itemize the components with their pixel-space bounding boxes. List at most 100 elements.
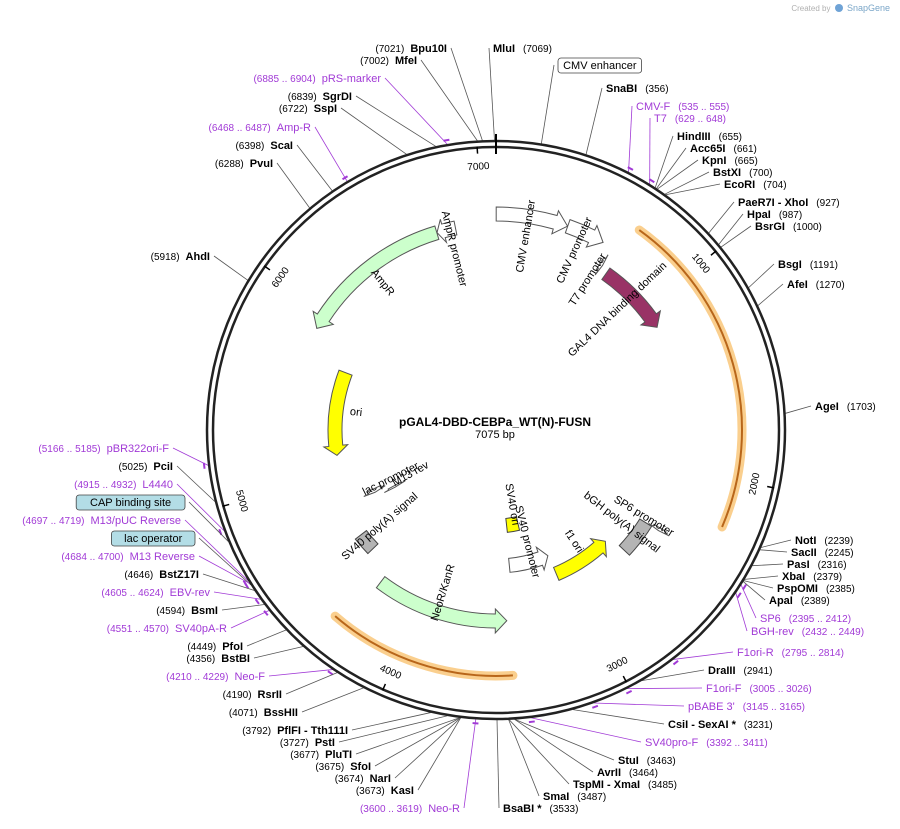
label-f1ori-f: F1ori-F(3005 .. 3026): [706, 683, 812, 695]
leader-bsgi: [748, 263, 775, 288]
leader-bsrgi: [720, 225, 752, 248]
feature-shape-neor-kanr: [375, 575, 508, 635]
label-name-kpni: KpnI: [702, 155, 726, 167]
label-mfei: MfeI(7002): [360, 55, 417, 67]
highlight-arc-orange-line-0: [638, 229, 743, 528]
leader-amp-r: [314, 126, 348, 182]
label-name-bsmi: BsmI: [191, 605, 218, 617]
label-name-m13-reverse: M13 Reverse: [130, 551, 195, 563]
feature-shape-ampr-promoter: [436, 219, 458, 245]
leader-mlui: [488, 47, 495, 141]
label-name-pspomi: PspOMI: [777, 583, 818, 595]
label-draiii: DraIII(2941): [708, 665, 772, 677]
label-name-bsshii: BssHII: [264, 707, 298, 719]
leader-afei: [757, 283, 784, 306]
label-apai: ApaI(2389): [769, 595, 830, 607]
label-pbr322ori-f: pBR322ori-F(5166 .. 5185): [38, 443, 169, 455]
label-sv40pro-f: SV40pro-F (3392 .. 3411): [645, 737, 768, 749]
label-neo-f: Neo-F(4210 .. 4229): [166, 671, 265, 683]
label-pos-sp6: (2395 .. 2412): [789, 614, 851, 625]
label-hindiii: HindIII(655): [677, 131, 742, 143]
label-name-f1ori-f: F1ori-F: [706, 683, 742, 695]
label-tspmi-xmai: TspMI - XmaI(3485): [573, 779, 677, 791]
label-pos-sgrdi: (6839): [288, 92, 317, 103]
leader-sv40pro-f: [531, 717, 642, 743]
label-kpni: KpnI (665): [702, 155, 758, 167]
label-name-amp-r: Amp-R: [277, 122, 311, 134]
leader-sspi: [340, 107, 407, 155]
label-name-pvui: PvuI: [250, 158, 273, 170]
leader-bstxi: [664, 171, 710, 195]
leader-sv40pa-r: [230, 610, 270, 629]
label-csii-sexai: CsiI - SexAI *(3231): [668, 719, 773, 731]
label-pos-bpu10i: (7021): [375, 44, 404, 55]
plasmid-length: 7075 bp: [475, 429, 515, 441]
feature-shape-m13-rev: [384, 480, 406, 493]
label-name-prs-marker: pRS-marker: [322, 73, 382, 85]
label-bstxi: BstXI(700): [713, 167, 772, 179]
highlight-arcs: [330, 225, 747, 681]
leader-acc65i: [656, 147, 687, 189]
leader-l4440: [176, 483, 225, 531]
feature-shape-ori: [322, 369, 353, 457]
label-pos-bsshii: (4071): [229, 708, 258, 719]
leader-sfoi: [374, 717, 461, 767]
label-name-sv40pro-f: SV40pro-F: [645, 737, 698, 749]
label-name-nari: NarI: [370, 773, 391, 785]
leader-cmv-f: [628, 105, 633, 173]
label-name-sfoi: SfoI: [350, 761, 371, 773]
label-name-sspi: SspI: [314, 103, 337, 115]
label-bgh-rev: BGH-rev(2432 .. 2449): [751, 626, 864, 638]
label-stui: StuI(3463): [618, 755, 676, 767]
feature-label-f1-ori: f1 ori: [562, 528, 586, 555]
leader-bsabi: [496, 719, 500, 809]
leader-sgrdi: [355, 95, 436, 147]
label-name-paer7i-xhoi: PaeR7I - XhoI: [738, 197, 808, 209]
label-name-rsrii: RsrII: [258, 689, 282, 701]
label-bpu10i: Bpu10I (7021): [375, 43, 447, 55]
leader-cap-binding-site: [188, 501, 229, 542]
tick-mark-4000: [381, 683, 387, 691]
label-name-mlui: MluI: [493, 43, 515, 55]
label-agei: AgeI(1703): [815, 401, 876, 413]
label-pos-mfei: (7002): [360, 56, 389, 67]
leader-scai: [296, 144, 333, 191]
tick-label-6000: 6000: [270, 265, 292, 290]
leader-m13-puc-reverse: [184, 519, 249, 582]
label-pos-snabi: (356): [645, 84, 668, 95]
leader-ebv-rev: [213, 591, 261, 600]
label-pos-bstbi: (4356): [186, 654, 215, 665]
label-t7: T7(629 .. 648): [654, 113, 726, 125]
label-name-ahdi: AhdI: [186, 251, 210, 263]
tick-mark-3000: [622, 675, 628, 683]
leader-pvui: [276, 162, 310, 209]
label-pvui: PvuI(6288): [215, 158, 273, 170]
leader-kasi: [417, 717, 462, 791]
leader-bsmi: [221, 604, 265, 611]
leader-agei: [785, 405, 812, 414]
feature-shape-bgh-poly-a-signal: [618, 518, 653, 556]
label-pos-acc65i: (661): [733, 144, 756, 155]
label-pos-pasi: (2316): [818, 560, 847, 571]
label-name-bstz17i: BstZ17I: [159, 569, 199, 581]
label-name-snabi: SnaBI: [606, 83, 637, 95]
label-name-bstbi: BstBI: [221, 653, 250, 665]
label-name-cmv-enhancer: CMV enhancer: [563, 60, 637, 72]
label-bsshii: BssHII (4071): [229, 707, 298, 719]
label-name-pasi: PasI: [787, 559, 810, 571]
label-pos-f1ori-r: (2795 .. 2814): [782, 648, 844, 659]
label-l4440: L4440(4915 .. 4932): [74, 479, 173, 491]
label-name-csii-sexai: CsiI - SexAI *: [668, 719, 737, 731]
label-f1ori-r: F1ori-R(2795 .. 2814): [737, 647, 844, 659]
primer-mark-m13-reverse: [244, 582, 250, 589]
label-name-neo-r: Neo-R: [428, 803, 460, 815]
label-pos-sv40pro-f: (3392 .. 3411): [706, 738, 768, 749]
leader-pbr322ori-f: [172, 447, 209, 466]
leader-apai: [743, 581, 766, 601]
label-name-avrii: AvrII: [597, 767, 621, 779]
label-pos-kpni: (665): [734, 156, 757, 167]
label-name-bpu10i: Bpu10I: [410, 43, 447, 55]
label-sacii: SacII(2245): [791, 547, 854, 559]
label-pos-avrii: (3464): [629, 768, 658, 779]
primer-mark-f1ori-r: [672, 660, 679, 666]
